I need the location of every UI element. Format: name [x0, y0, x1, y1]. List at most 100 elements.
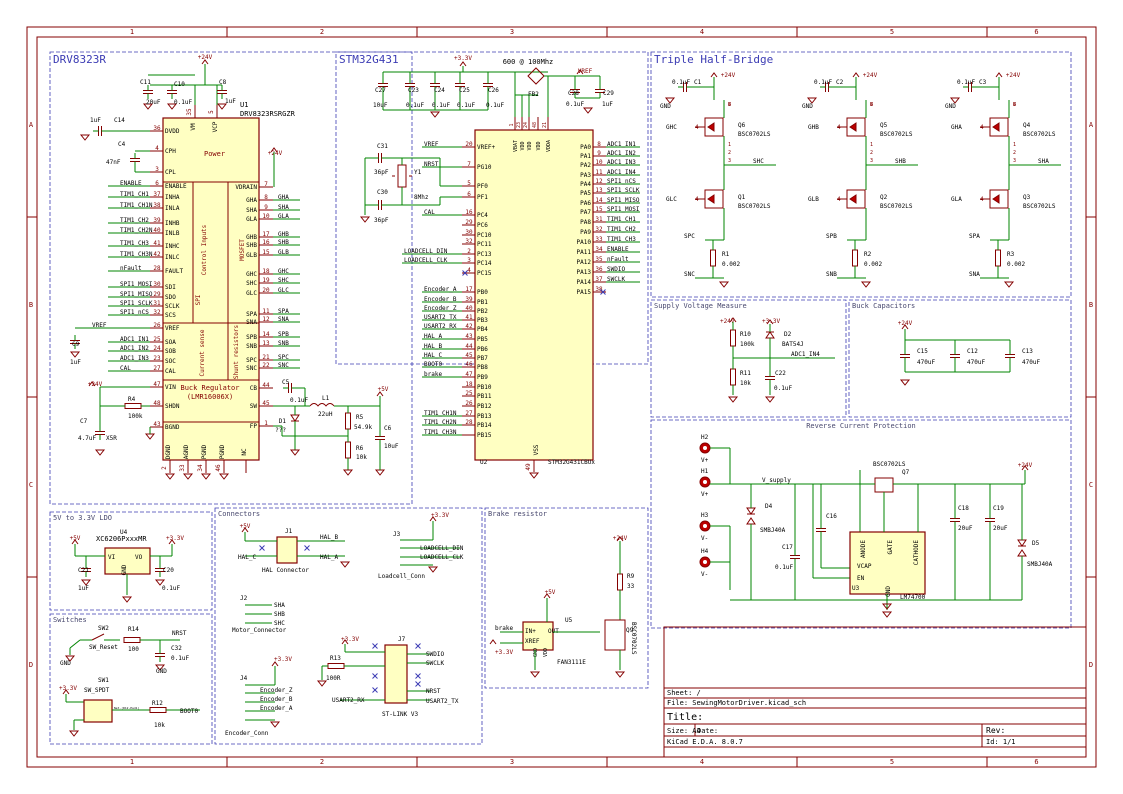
ground-symbol — [218, 473, 230, 480]
net-label: SNC — [278, 362, 289, 369]
file-label: File: SewingMotorDriver.kicad_sch — [667, 699, 806, 707]
power-3.3v: +3.3V — [431, 512, 449, 519]
pin-name: VO — [135, 554, 143, 561]
power-3.3v: +3.3V — [341, 636, 359, 643]
pin-number: 27 — [153, 365, 161, 372]
ground-symbol — [727, 396, 739, 403]
ref: R4 — [128, 396, 136, 403]
ref: J1 — [285, 528, 293, 535]
frame-row-label: A — [29, 121, 34, 129]
section-switches-box — [49, 613, 213, 745]
pin-number: 31 — [153, 300, 161, 307]
ref: C3 — [979, 79, 987, 86]
net-label: brake — [495, 625, 513, 632]
net-label: ADC1_IN1 — [120, 336, 149, 343]
net-label: BOOT0 — [424, 361, 442, 368]
pin-number: 35 — [595, 256, 603, 263]
section-title-connectors: Connectors — [218, 510, 260, 518]
pin-name: PA2 — [580, 162, 591, 169]
pin-name: GLB — [246, 252, 257, 259]
pin-number: 9 — [597, 150, 601, 157]
shunt-resistor — [995, 249, 1001, 267]
no-connect-mark — [372, 673, 378, 679]
net-label: BOOT0 — [180, 708, 198, 715]
ref: C5 — [282, 379, 290, 386]
val: 20uF — [146, 99, 161, 106]
net-label: GHB — [278, 231, 289, 238]
power-symbol — [168, 539, 176, 545]
pin-number: 36 — [595, 266, 603, 273]
ground-symbol — [144, 433, 156, 440]
pin-number: 4 — [695, 124, 699, 131]
pin-name: INHB — [165, 220, 180, 227]
pin-name: VCP — [212, 121, 219, 132]
ref: C11 — [140, 79, 151, 86]
pin-number: 3 — [870, 158, 873, 164]
net-label: SHA — [274, 602, 285, 609]
frame-row-label: D — [29, 661, 33, 669]
pin-number: 47 — [465, 371, 473, 378]
pin-number: 8 — [597, 141, 601, 148]
frame-column-label: 5 — [890, 758, 894, 766]
pin-number: 14 — [262, 331, 270, 338]
net-label: nFault — [607, 256, 629, 263]
section-bridge-box — [650, 51, 1072, 298]
val: SMBJ40A — [760, 527, 786, 534]
ground-symbol — [429, 111, 441, 118]
val: 22uH — [318, 411, 333, 418]
inductor-l1 — [309, 403, 335, 407]
net-label: HAL_A — [424, 333, 442, 340]
mounting-hole-center — [703, 560, 707, 564]
ground-symbol — [142, 103, 154, 110]
pin-name: PB13 — [477, 413, 492, 420]
pin-number: 10 — [595, 159, 603, 166]
pin-name: PA5 — [580, 190, 591, 197]
ref: D5 — [1032, 540, 1040, 547]
pin-number: 46 — [465, 361, 473, 368]
ground-symbol — [339, 561, 351, 568]
pin-name: FAULT — [165, 268, 183, 275]
pin-number: 48 — [532, 122, 538, 128]
pin-name: VREF — [165, 325, 180, 332]
net-label: ADC1_IN3 — [120, 355, 149, 362]
ref: R1 — [722, 251, 730, 258]
pin-name: CPL — [165, 169, 176, 176]
net-label: TIM1_CH3 — [607, 236, 636, 243]
pin-name: PC14 — [477, 260, 492, 267]
pin-name: SPC — [246, 357, 257, 364]
fet-arrow — [707, 194, 715, 204]
pin-number: 25 — [153, 336, 161, 343]
net-label: GHA — [951, 124, 962, 131]
val: SW_Reset — [89, 644, 118, 651]
power-24v: +24V — [1006, 72, 1021, 79]
ref: H4 — [701, 548, 709, 555]
ref: L1 — [322, 395, 330, 402]
pin-number: 27 — [465, 410, 473, 417]
res-r14 — [123, 637, 141, 643]
power-5v: +5V — [545, 589, 556, 596]
net-label: Encoder_Z — [424, 305, 457, 312]
power-symbol — [766, 319, 774, 325]
group-current: Current sense — [199, 329, 206, 376]
ref: C12 — [967, 348, 978, 355]
frame-row-label: C — [1089, 481, 1093, 489]
pin-name: SCS — [165, 312, 176, 319]
power-24v: +24V — [1018, 462, 1033, 469]
val: BSC0702LS — [880, 203, 913, 210]
frame-column-label: 2 — [320, 758, 324, 766]
ground-symbol — [121, 596, 133, 603]
connector-j7 — [384, 644, 408, 704]
pin-number: 45 — [262, 400, 270, 407]
pin-name: PB4 — [477, 326, 488, 333]
val: 100k — [128, 413, 143, 420]
net-label: GLB — [278, 249, 289, 256]
ref: C21 — [78, 567, 89, 574]
net-label: Encoder_A — [424, 286, 457, 293]
power-symbol — [1021, 465, 1029, 471]
power-24v: +24V — [863, 72, 878, 79]
section-title-switches: Switches — [53, 616, 87, 624]
net-label: SPI1_MOSI — [120, 281, 153, 288]
ground-symbol — [289, 449, 301, 456]
val: 8Mhz — [414, 194, 429, 201]
power-symbol — [429, 516, 437, 522]
